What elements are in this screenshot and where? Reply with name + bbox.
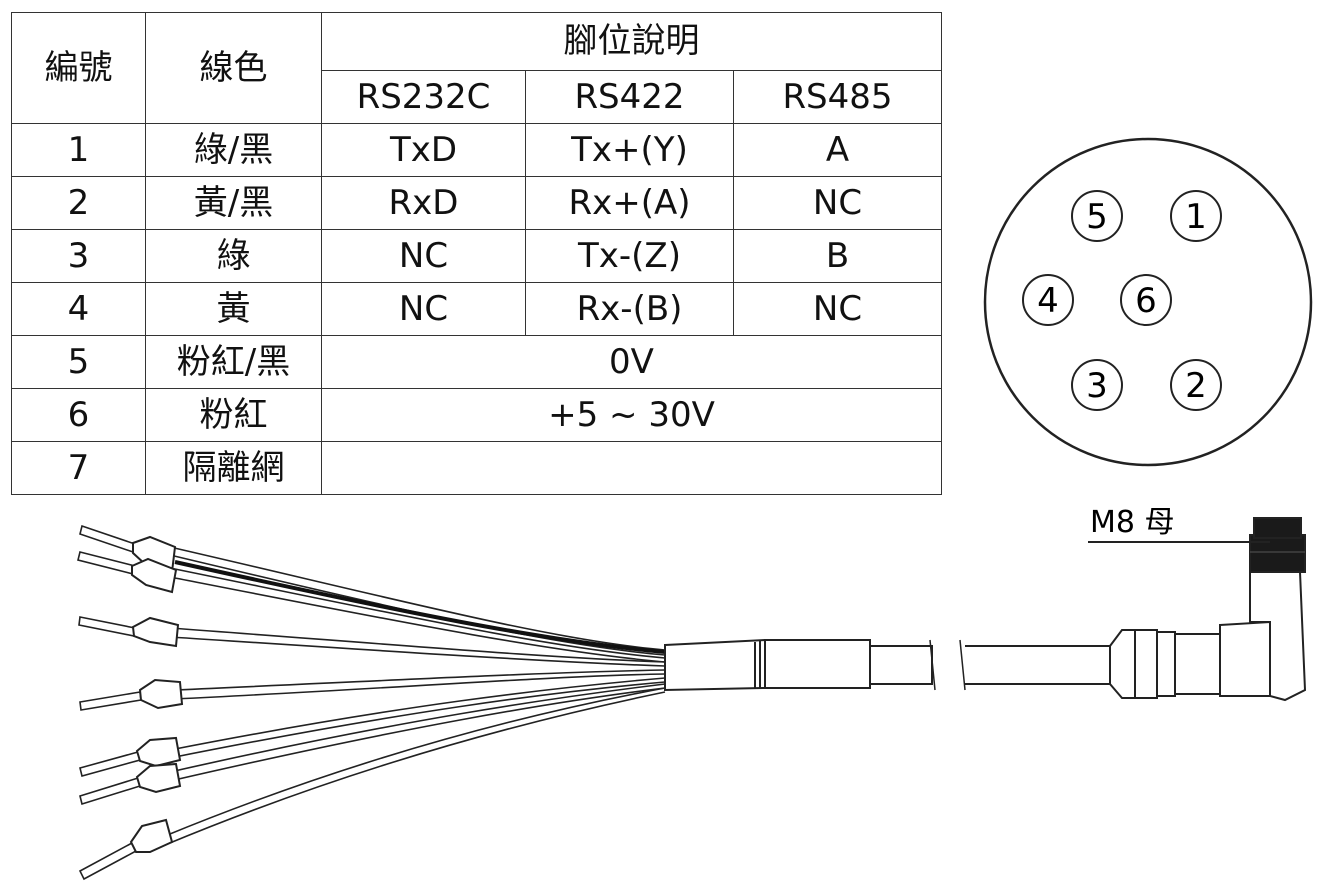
cell-number: 3 <box>11 229 146 283</box>
ferrule-sleeves <box>129 535 184 853</box>
cell-rs485: A <box>733 123 942 177</box>
pinout-table: 編號 線色 腳位說明 RS232C RS422 RS485 1 綠/黑 TxD … <box>11 12 942 495</box>
pin-2: 2 <box>1170 359 1222 411</box>
pin-6: 6 <box>1120 274 1172 326</box>
pin-label: 5 <box>1086 197 1108 237</box>
connector-face-outline <box>983 137 1313 467</box>
cell-rs422: Tx+(Y) <box>525 123 734 177</box>
table-row: 7 隔離網 <box>11 441 942 495</box>
cell-rs422: Tx-(Z) <box>525 229 734 283</box>
pin-label: 1 <box>1185 197 1207 237</box>
cell-rs422: Rx-(B) <box>525 282 734 336</box>
table-header-row: 編號 線色 腳位說明 <box>11 12 942 124</box>
cell-merged: +5 ~ 30V <box>321 388 942 442</box>
connector-face: 5 1 4 6 3 2 <box>983 137 1313 467</box>
pin-label: 4 <box>1037 281 1059 321</box>
m8-connector <box>1109 517 1307 702</box>
pin-4: 4 <box>1022 274 1074 326</box>
pin-label: 3 <box>1086 366 1108 406</box>
table-row: 2 黃/黑 RxD Rx+(A) NC <box>11 176 942 230</box>
pin-5: 5 <box>1071 190 1123 242</box>
table-row: 3 綠 NC Tx-(Z) B <box>11 229 942 283</box>
cell-color: 黃 <box>145 282 322 336</box>
pin-3: 3 <box>1071 359 1123 411</box>
header-wire-color: 線色 <box>145 12 322 124</box>
header-rs232c: RS232C <box>321 69 526 125</box>
cell-number: 5 <box>11 335 146 389</box>
pin-label: 6 <box>1135 281 1157 321</box>
table-row: 1 綠/黑 TxD Tx+(Y) A <box>11 123 942 177</box>
cell-number: 2 <box>11 176 146 230</box>
cell-color: 綠 <box>145 229 322 283</box>
table-row: 5 粉紅/黑 0V <box>11 335 942 389</box>
cell-number: 6 <box>11 388 146 442</box>
header-rs422: RS422 <box>525 69 734 125</box>
ferrule-tips <box>77 524 142 881</box>
cell-rs485: NC <box>733 176 942 230</box>
black-wire <box>174 560 666 654</box>
cell-rs232c: TxD <box>321 123 526 177</box>
cell-rs232c: RxD <box>321 176 526 230</box>
cell-color: 黃/黑 <box>145 176 322 230</box>
table-protocol-row: RS232C RS422 RS485 <box>12 69 942 125</box>
header-number: 編號 <box>11 12 146 124</box>
cell-color: 粉紅 <box>145 388 322 442</box>
connector-label: M8 母 <box>1090 505 1175 540</box>
knurled-nut <box>1249 534 1306 573</box>
cable-sleeve <box>664 638 1111 692</box>
cell-rs485: NC <box>733 282 942 336</box>
pin-label: 2 <box>1185 366 1207 406</box>
header-pin-description: 腳位說明 <box>321 12 942 71</box>
header-rs485: RS485 <box>733 69 942 125</box>
cell-color: 粉紅/黑 <box>145 335 322 389</box>
table-row: 6 粉紅 +5 ~ 30V <box>11 388 942 442</box>
cell-rs422: Rx+(A) <box>525 176 734 230</box>
cell-merged <box>321 441 942 495</box>
wire-bundle <box>164 546 666 846</box>
cell-color: 隔離網 <box>145 441 322 495</box>
cell-rs232c: NC <box>321 229 526 283</box>
pin-1: 1 <box>1170 190 1222 242</box>
m8-label: M8 母 <box>1088 505 1270 543</box>
